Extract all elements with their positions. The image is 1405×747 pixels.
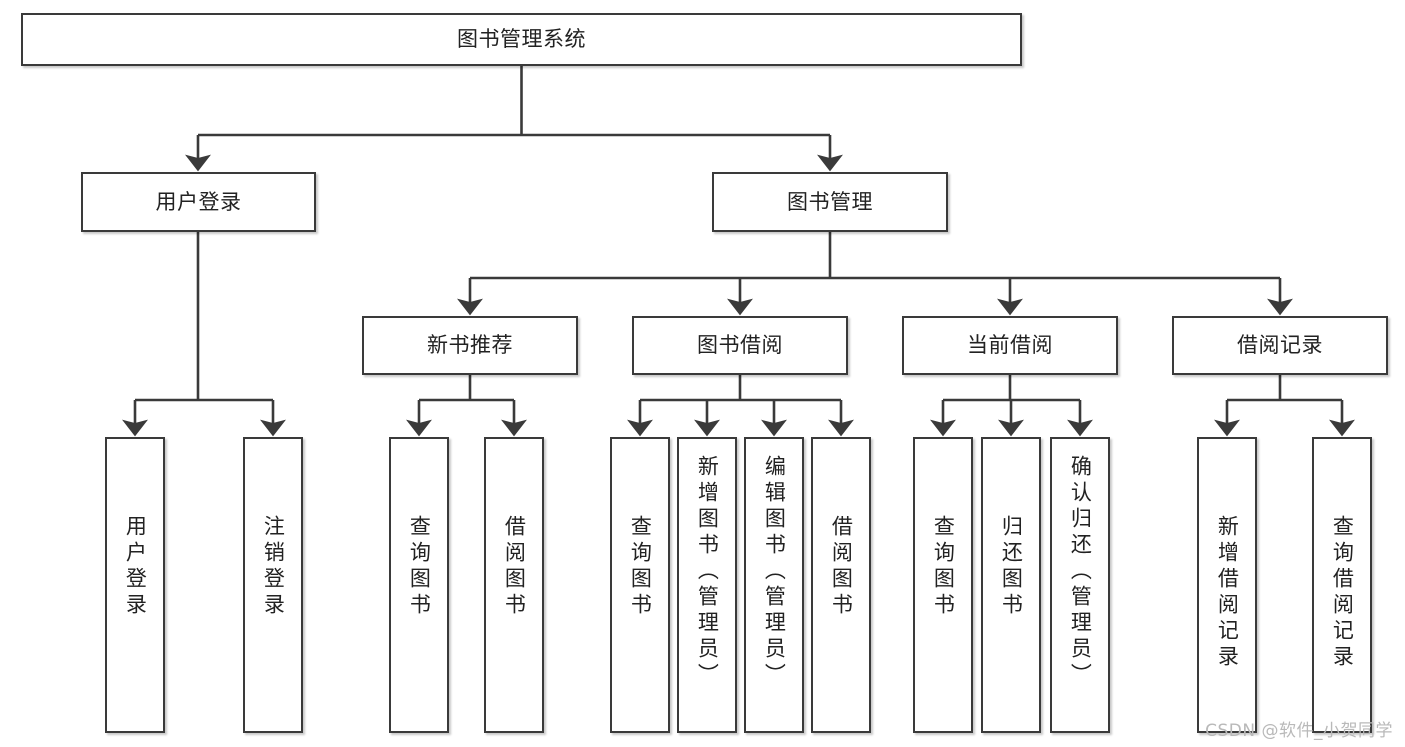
node-leaf-query-book-3-label: 查询图书 — [931, 515, 956, 619]
edge-group-book-borrow — [627, 375, 854, 437]
node-leaf-borrow-book-1[interactable]: 借阅图书 — [484, 437, 544, 733]
node-book-manage-label: 图书管理 — [787, 189, 873, 214]
node-new-book-recommend[interactable]: 新书推荐 — [362, 316, 578, 375]
edge-group-user-login — [122, 232, 286, 437]
node-leaf-borrow-book-1-label: 借阅图书 — [502, 515, 527, 619]
edge-group-borrow-record — [1214, 375, 1355, 437]
node-leaf-user-logout[interactable]: 注销登录 — [243, 437, 303, 733]
node-leaf-query-record-label: 查询借阅记录 — [1330, 515, 1355, 671]
node-leaf-query-book-3[interactable]: 查询图书 — [913, 437, 973, 733]
node-leaf-borrow-book-2[interactable]: 借阅图书 — [811, 437, 871, 733]
node-leaf-edit-book[interactable]: 编辑图书（管理员） — [744, 437, 804, 733]
node-book-borrow[interactable]: 图书借阅 — [632, 316, 848, 375]
node-leaf-user-login-label: 用户登录 — [123, 515, 148, 619]
node-leaf-user-login[interactable]: 用户登录 — [105, 437, 165, 733]
node-leaf-add-book[interactable]: 新增图书（管理员） — [677, 437, 737, 733]
node-borrow-record-label: 借阅记录 — [1237, 333, 1323, 358]
node-leaf-return-book[interactable]: 归还图书 — [981, 437, 1041, 733]
node-leaf-confirm-return[interactable]: 确认归还（管理员） — [1050, 437, 1110, 733]
node-leaf-confirm-return-label: 确认归还（管理员） — [1068, 455, 1093, 689]
node-leaf-borrow-book-2-label: 借阅图书 — [829, 515, 854, 619]
node-leaf-add-record[interactable]: 新增借阅记录 — [1197, 437, 1257, 733]
node-book-borrow-label: 图书借阅 — [697, 333, 783, 358]
node-leaf-query-book-1-label: 查询图书 — [407, 515, 432, 619]
edge-group-current-borrow — [930, 375, 1093, 437]
node-book-manage[interactable]: 图书管理 — [712, 172, 948, 232]
edge-group-new-book-recommend — [406, 375, 527, 437]
node-root[interactable]: 图书管理系统 — [21, 13, 1022, 66]
node-leaf-edit-book-label: 编辑图书（管理员） — [762, 455, 787, 689]
node-current-borrow[interactable]: 当前借阅 — [902, 316, 1118, 375]
node-current-borrow-label: 当前借阅 — [967, 333, 1053, 358]
node-borrow-record[interactable]: 借阅记录 — [1172, 316, 1388, 375]
node-root-label: 图书管理系统 — [457, 27, 586, 52]
node-leaf-return-book-label: 归还图书 — [999, 515, 1024, 619]
watermark-text: CSDN @软件_小贺同学 — [1205, 721, 1393, 741]
node-user-login-label: 用户登录 — [155, 189, 242, 214]
node-user-login[interactable]: 用户登录 — [81, 172, 316, 232]
node-leaf-query-book-2-label: 查询图书 — [628, 515, 653, 619]
edge-group-book-manage — [457, 232, 1293, 316]
node-leaf-add-record-label: 新增借阅记录 — [1215, 515, 1240, 671]
node-leaf-user-logout-label: 注销登录 — [261, 515, 286, 619]
node-new-book-recommend-label: 新书推荐 — [427, 333, 513, 358]
node-leaf-query-record[interactable]: 查询借阅记录 — [1312, 437, 1372, 733]
edge-group-root — [185, 66, 843, 172]
node-leaf-add-book-label: 新增图书（管理员） — [695, 455, 720, 689]
node-leaf-query-book-1[interactable]: 查询图书 — [389, 437, 449, 733]
node-leaf-query-book-2[interactable]: 查询图书 — [610, 437, 670, 733]
